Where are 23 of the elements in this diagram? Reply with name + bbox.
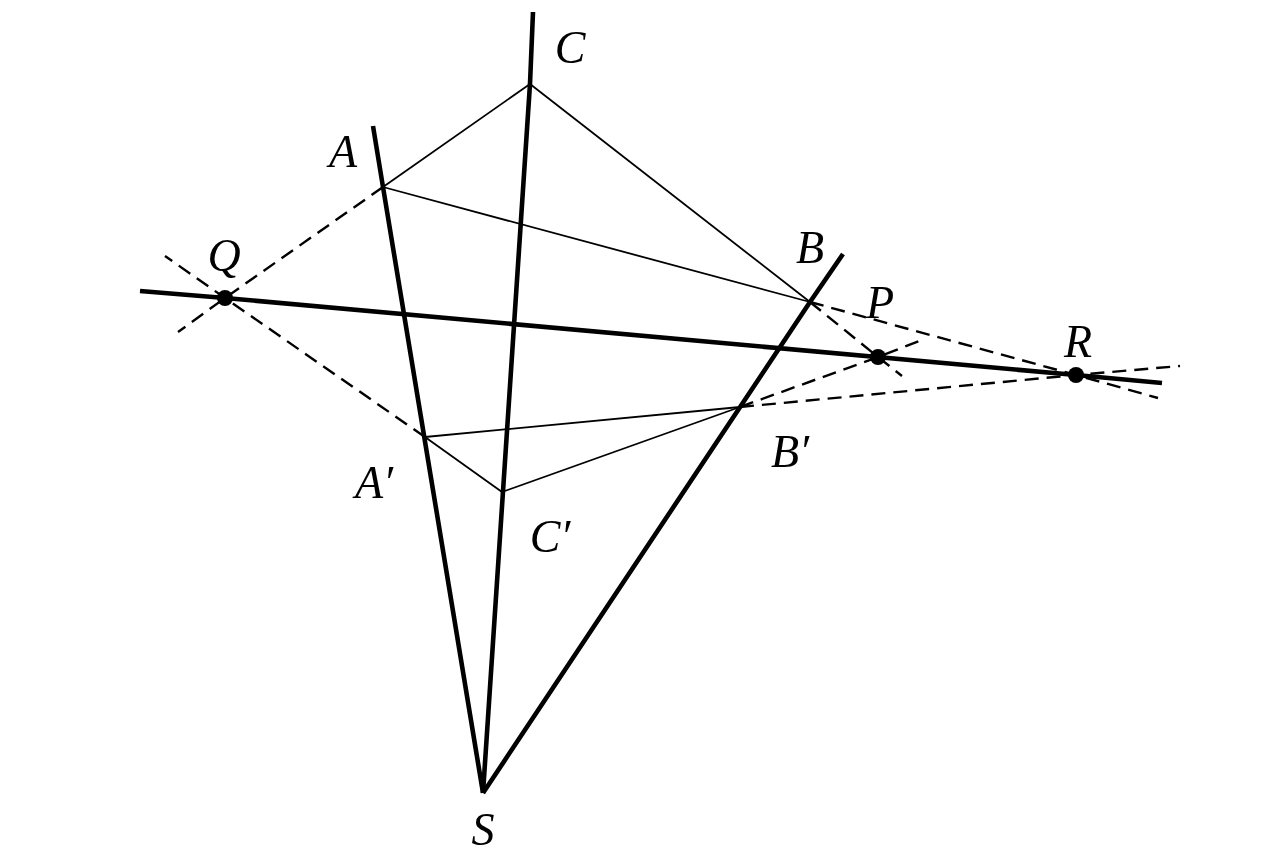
point-label: C′ <box>529 514 571 560</box>
line <box>480 11 536 794</box>
dashed-line <box>164 255 426 438</box>
point-label: A′ <box>354 460 394 506</box>
point-label: P <box>865 280 895 326</box>
line <box>481 252 845 795</box>
line <box>424 436 503 493</box>
line <box>424 406 741 438</box>
point-label: A <box>328 129 358 175</box>
point-label: B <box>795 225 825 271</box>
point-label: B′ <box>770 429 810 475</box>
dashed-line <box>739 364 1181 409</box>
dashed-line <box>809 301 903 377</box>
dashed-line <box>177 186 384 333</box>
point-label: S <box>471 807 495 853</box>
point-label: Q <box>207 233 241 279</box>
dashed-line <box>809 300 1159 400</box>
line <box>139 288 1163 386</box>
point-label: C <box>554 25 586 71</box>
point-label: R <box>1063 319 1093 365</box>
line <box>529 83 811 303</box>
line <box>382 83 531 188</box>
line <box>382 186 811 303</box>
